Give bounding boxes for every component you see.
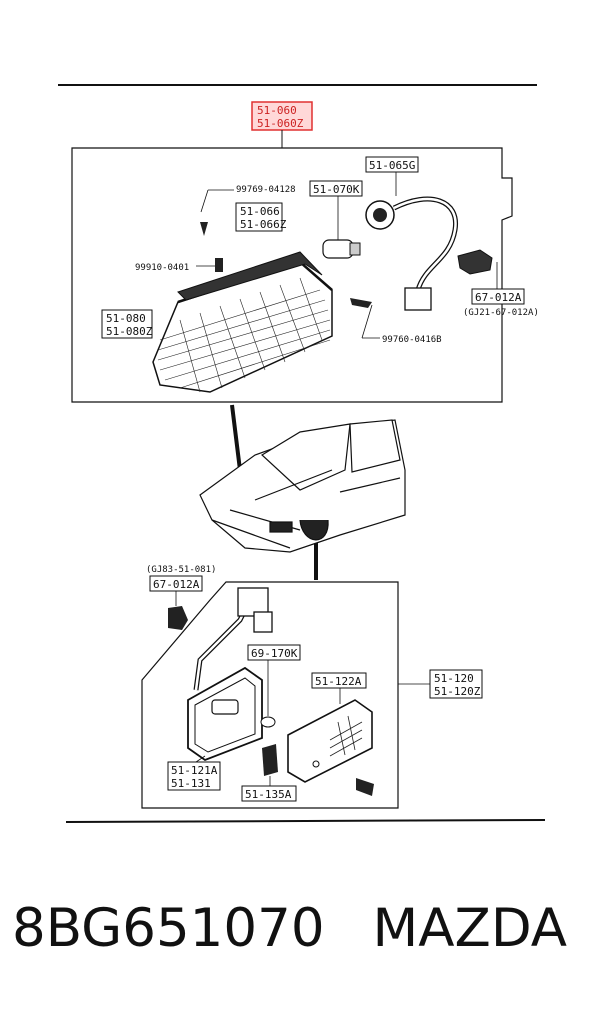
label-51-121A-line1: 51-121A [171, 764, 218, 777]
note-gj83: (GJ83-51-081) [146, 565, 216, 575]
label-69-170K-text: 69-170K [251, 647, 298, 660]
bottom-divider [65, 819, 546, 823]
caption-brand: MAZDA [372, 898, 567, 959]
car-illustration [199, 419, 406, 553]
lower-assembly-frame [141, 581, 399, 809]
side-marker-base [187, 666, 263, 762]
label-69-170K[interactable]: 69-170K [247, 644, 301, 661]
socket-harness [365, 196, 459, 311]
label-51-120-line1: 51-120 [434, 672, 474, 685]
bulb-icon [322, 239, 361, 259]
label-51-122A[interactable]: 51-122A [311, 672, 367, 689]
caption-part-number: 8BG651070 [12, 898, 325, 959]
label-51-070K[interactable]: 51-070K [309, 180, 363, 197]
label-51-122A-text: 51-122A [315, 675, 362, 688]
label-51-121A-line2: 51-131 [171, 777, 211, 790]
label-51-080-line1: 51-080 [106, 312, 146, 325]
label-67-012A-lower[interactable]: 67-012A [149, 575, 203, 592]
screw-99760-label: 99760-0416B [382, 335, 442, 345]
label-67-012A-lower-text: 67-012A [153, 578, 200, 591]
label-51-066-line2: 51-066Z [240, 218, 287, 231]
marker-lens [287, 699, 373, 783]
marker-gasket [262, 744, 278, 776]
label-51-080[interactable]: 51-080 51-080Z [101, 309, 153, 339]
caption: 8BG651070 MAZDA [12, 898, 592, 959]
clip-icon [457, 249, 493, 275]
label-51-066[interactable]: 51-066 51-066Z [235, 202, 287, 232]
label-51-120-line2: 51-120Z [434, 685, 481, 698]
label-67-012A-upper-text: 67-012A [475, 291, 522, 304]
label-51-065G[interactable]: 51-065G [365, 156, 419, 173]
label-67-012A-upper[interactable]: 67-012A [471, 288, 525, 305]
gasket [177, 251, 323, 301]
note-gj21: (GJ21-67-012A) [463, 308, 539, 318]
callout-51-060-line1: 51-060 [257, 104, 297, 117]
clip-lower-icon [168, 606, 188, 630]
label-51-135A-text: 51-135A [245, 788, 292, 801]
callout-51-060[interactable]: 51-060 51-060Z [251, 101, 313, 131]
label-51-065G-text: 51-065G [369, 159, 415, 172]
marker-screw-icon [356, 778, 374, 796]
label-51-066-line1: 51-066 [240, 205, 280, 218]
label-51-121A[interactable]: 51-121A 51-131 [167, 761, 221, 791]
callout-51-060-line2: 51-060Z [257, 117, 304, 130]
label-51-120[interactable]: 51-120 51-120Z [429, 669, 483, 699]
upper-assembly-frame [71, 147, 513, 403]
label-51-080-line2: 51-080Z [106, 325, 153, 338]
screw-99769-label: 99769-04128 [236, 185, 296, 195]
label-51-135A[interactable]: 51-135A [241, 785, 297, 802]
screw-icon [200, 222, 372, 308]
marker-harness [193, 587, 273, 691]
screw-99910-label: 99910-0401 [135, 263, 189, 273]
marker-bulb-icon [260, 716, 276, 728]
label-51-070K-text: 51-070K [313, 183, 360, 196]
